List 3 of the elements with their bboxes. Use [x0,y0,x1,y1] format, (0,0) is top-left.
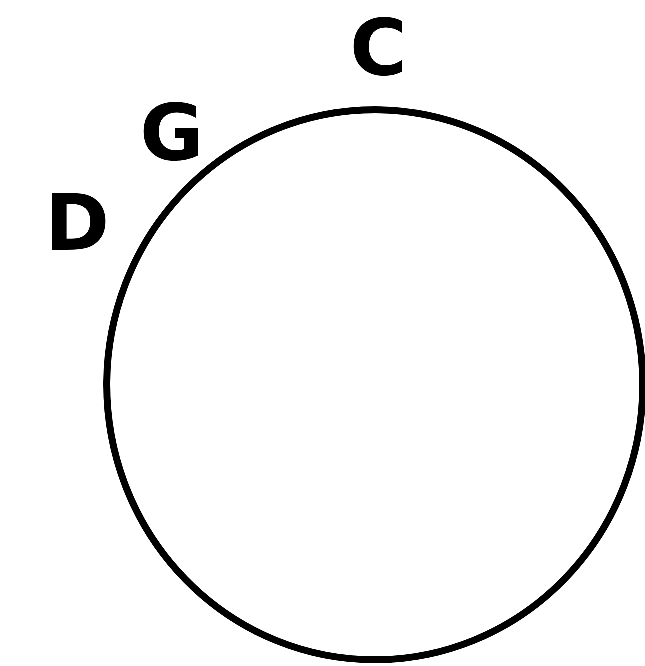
note-label: G [140,95,204,173]
note-label: D [45,185,110,263]
note-label: C [350,10,408,88]
